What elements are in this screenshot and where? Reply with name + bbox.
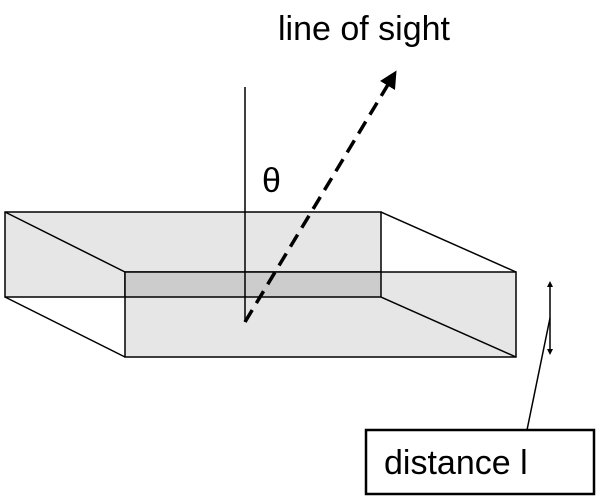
slab-edge-top-left <box>4 211 126 273</box>
distance-label: distance l <box>384 444 528 482</box>
slab-overlap-region <box>125 272 381 297</box>
line-of-sight-label: line of sight <box>278 10 451 48</box>
slab-edge-bottom-left <box>4 296 126 358</box>
distance-leader-line <box>526 317 551 431</box>
theta-label: θ <box>262 162 281 200</box>
slab-edge-top-right <box>380 211 517 273</box>
distance-label-box <box>364 428 596 496</box>
line-of-sight-arrow <box>243 70 397 323</box>
slab-edge-bottom-right <box>380 296 517 358</box>
